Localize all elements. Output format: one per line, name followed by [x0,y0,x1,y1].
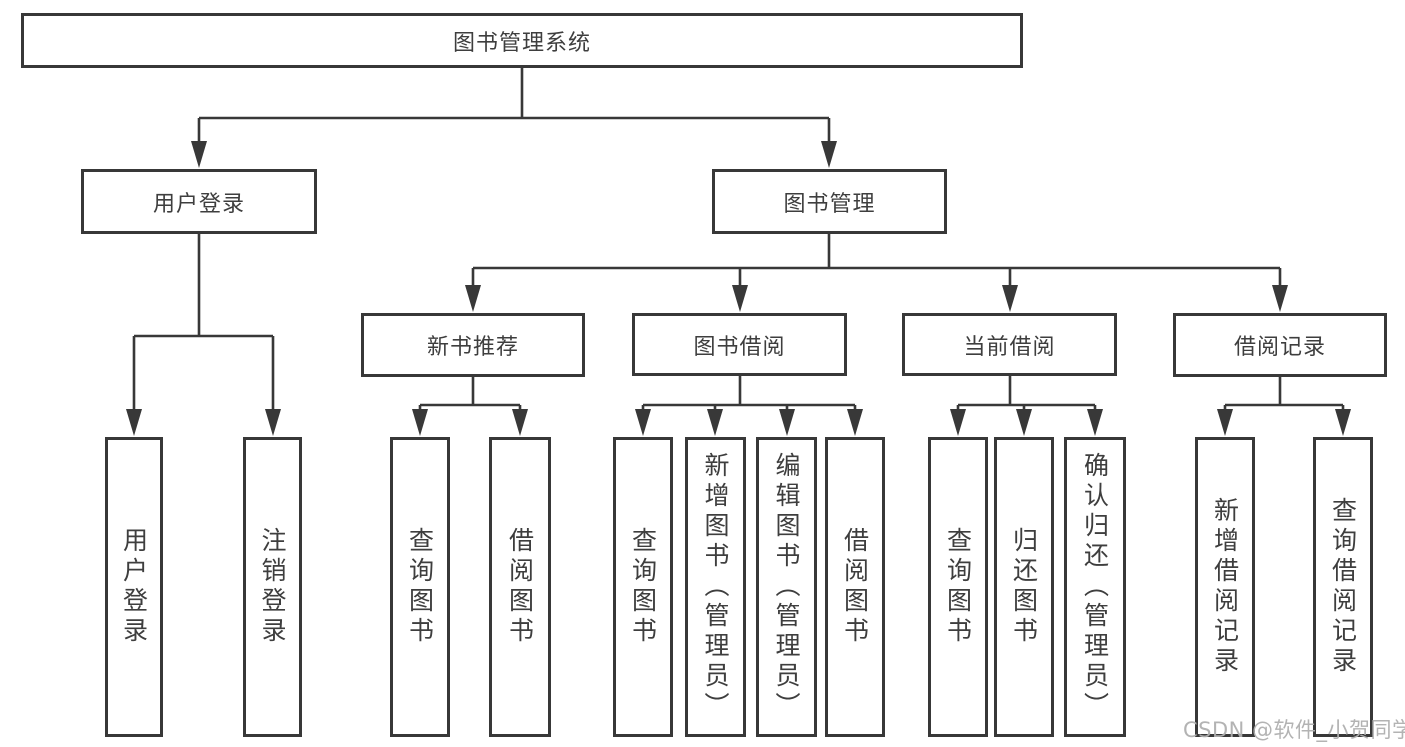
leaf-borrowing-add-books-admin-label: 新增图书（管理员） [701,452,730,722]
leaf-borrowing-borrow-books-label: 借阅图书 [840,527,870,647]
node-book-borrowing: 图书借阅 [632,313,847,376]
leaf-current-confirm-return-admin: 确认归还（管理员） [1064,437,1126,737]
node-book-management-label: 图书管理 [783,191,876,217]
leaf-current-query-books: 查询图书 [928,437,988,737]
node-new-book-recommend-label: 新书推荐 [426,335,519,360]
node-new-book-recommend: 新书推荐 [361,313,585,377]
node-user-login: 用户登录 [81,169,317,234]
leaf-logout: 注销登录 [243,437,302,737]
node-root-label: 图书管理系统 [452,30,591,56]
leaf-logout-label: 注销登录 [258,527,287,647]
leaf-newbooks-borrow-books: 借阅图书 [489,437,551,737]
leaf-newbooks-query-books-label: 查询图书 [405,527,435,647]
leaf-borrowing-edit-books-admin: 编辑图书（管理员） [756,437,817,737]
node-borrow-records: 借阅记录 [1173,313,1387,377]
leaf-current-confirm-return-admin-label: 确认归还（管理员） [1080,452,1110,722]
node-book-management: 图书管理 [712,169,947,234]
leaf-borrowing-query-books-label: 查询图书 [628,527,658,647]
node-book-borrowing-label: 图书借阅 [693,334,786,360]
leaf-current-query-books-label: 查询图书 [943,527,973,647]
leaf-user-login-label: 用户登录 [119,527,149,647]
leaf-borrowing-borrow-books: 借阅图书 [825,437,885,737]
arrowhead-icons [126,141,1351,436]
node-current-borrowing: 当前借阅 [902,313,1117,376]
leaf-current-return-books-label: 归还图书 [1009,527,1039,647]
leaf-current-return-books: 归还图书 [994,437,1054,737]
leaf-records-add-record-label: 新增借阅记录 [1210,497,1240,677]
node-current-borrowing-label: 当前借阅 [963,334,1056,360]
csdn-watermark: CSDN @软件_小贺同学 [1183,718,1405,742]
leaf-records-query-record: 查询借阅记录 [1313,437,1373,737]
leaf-newbooks-query-books: 查询图书 [390,437,450,737]
leaf-borrowing-add-books-admin: 新增图书（管理员） [685,437,746,737]
leaf-user-login: 用户登录 [105,437,163,737]
node-root: 图书管理系统 [21,13,1023,68]
leaf-records-add-record: 新增借阅记录 [1195,437,1255,737]
leaf-borrowing-query-books: 查询图书 [613,437,673,737]
node-user-login-label: 用户登录 [152,191,245,217]
leaf-borrowing-edit-books-admin-label: 编辑图书（管理员） [772,452,801,722]
leaf-newbooks-borrow-books-label: 借阅图书 [505,527,535,647]
leaf-records-query-record-label: 查询借阅记录 [1328,497,1358,677]
node-borrow-records-label: 借阅记录 [1233,335,1326,360]
